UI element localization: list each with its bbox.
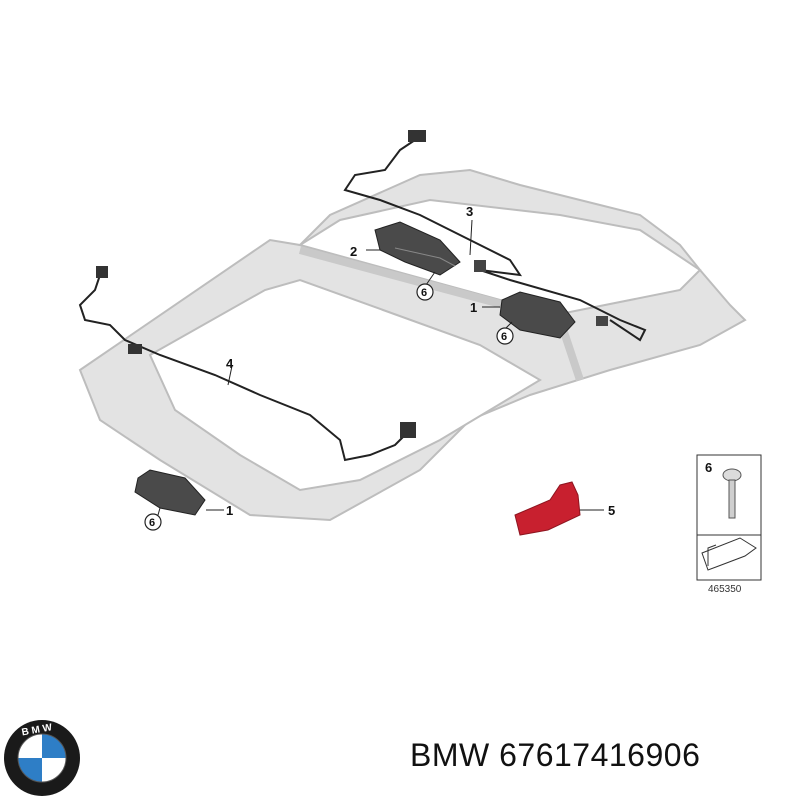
callout-2: 2 xyxy=(350,244,357,259)
motor-1-top xyxy=(499,291,576,339)
connector-4-right xyxy=(400,422,416,438)
motor-2 xyxy=(374,221,461,276)
fastener-legend: 6 xyxy=(696,454,762,581)
part-number: 67617416906 xyxy=(499,737,701,773)
circled-callout-6-c: 6 xyxy=(144,513,162,531)
part-caption: BMW 67617416906 xyxy=(410,737,700,774)
svg-text:6: 6 xyxy=(149,517,155,529)
svg-text:6: 6 xyxy=(501,331,507,343)
callout-1-bottom: 1 xyxy=(226,503,233,518)
callout-3: 3 xyxy=(466,204,473,219)
callout-1-top: 1 xyxy=(470,300,477,315)
reference-number: 465350 xyxy=(708,584,742,595)
circled-callout-6-a: 6 xyxy=(416,283,434,301)
cable-3 xyxy=(343,139,647,342)
brand-name: BMW xyxy=(410,737,490,773)
connector-3-mid xyxy=(474,260,486,272)
motor-1-bottom xyxy=(134,469,206,516)
sensor-5 xyxy=(514,481,581,536)
connector-4-mid xyxy=(128,344,142,354)
arrow-icon xyxy=(701,537,757,571)
sunroof-frame xyxy=(78,168,747,522)
circled-callout-6-b: 6 xyxy=(496,327,514,345)
leader-lines xyxy=(157,219,604,516)
screw-icon xyxy=(722,468,742,519)
callout-5: 5 xyxy=(608,503,615,518)
connector-3-right xyxy=(596,316,608,326)
cable-4 xyxy=(78,274,411,462)
connector-3-top xyxy=(408,130,426,142)
logo-lettering: B M W xyxy=(21,722,54,738)
bmw-logo-icon: B M W xyxy=(4,720,80,796)
legend-number: 6 xyxy=(705,460,712,475)
callout-4: 4 xyxy=(226,356,234,371)
connector-4-left xyxy=(96,266,108,278)
svg-text:6: 6 xyxy=(421,287,427,299)
